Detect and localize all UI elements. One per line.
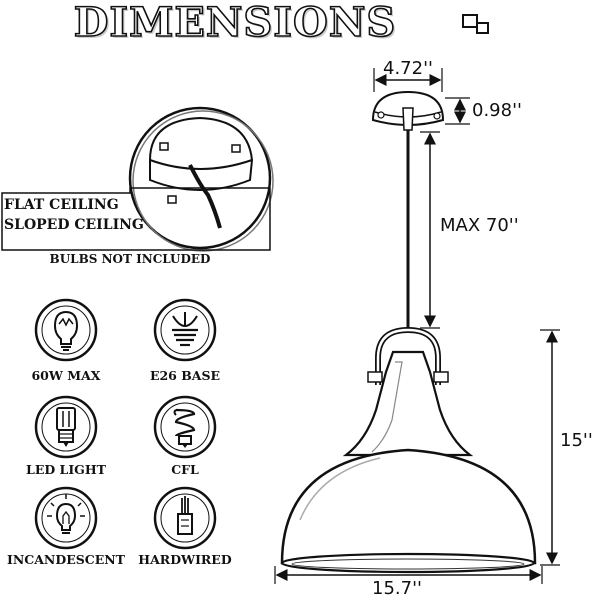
flat-ceiling-label: FLAT CEILING [4,197,119,213]
dome-shade [280,448,537,574]
title-decoration [476,22,489,34]
shade-width-label: 15.7'' [372,578,422,599]
spec-label-incandescent: INCANDESCENT [7,552,125,567]
canopy-width-label: 4.72'' [383,58,433,79]
spec-label-60w-max: 60W MAX [31,368,101,383]
title-decoration [462,14,478,28]
yoke-bracket [367,326,449,385]
ceiling-compatibility: FLAT CEILING SLOPED CEILING [2,195,154,243]
canopy-height-label: 0.98'' [472,100,522,121]
page-title: DIMENSIONS [73,0,397,46]
ceiling-mount-detail [128,106,274,252]
shade-neck [342,350,474,457]
cord-length-label: MAX 70'' [440,215,519,236]
sloped-ceiling-label: SLOPED CEILING [4,217,144,233]
canopy [371,90,445,131]
hardwired-icon [153,486,217,550]
led-bulb-icon [34,395,98,459]
spec-label-e26-base: E26 BASE [149,368,221,383]
incandescent-bulb-icon [34,486,98,550]
spec-label-hardwired: HARDWIRED [138,552,232,567]
ceiling-label-frame [1,187,271,251]
bulb-60w-icon [34,298,98,362]
bulbs-not-included-note: BULBS NOT INCLUDED [49,252,211,266]
cfl-bulb-icon [153,395,217,459]
spec-label-cfl: CFL [171,462,199,477]
shade-height-label: 15'' [560,430,593,451]
spec-label-led-light: LED LIGHT [26,462,106,477]
e26-base-icon [153,298,217,362]
